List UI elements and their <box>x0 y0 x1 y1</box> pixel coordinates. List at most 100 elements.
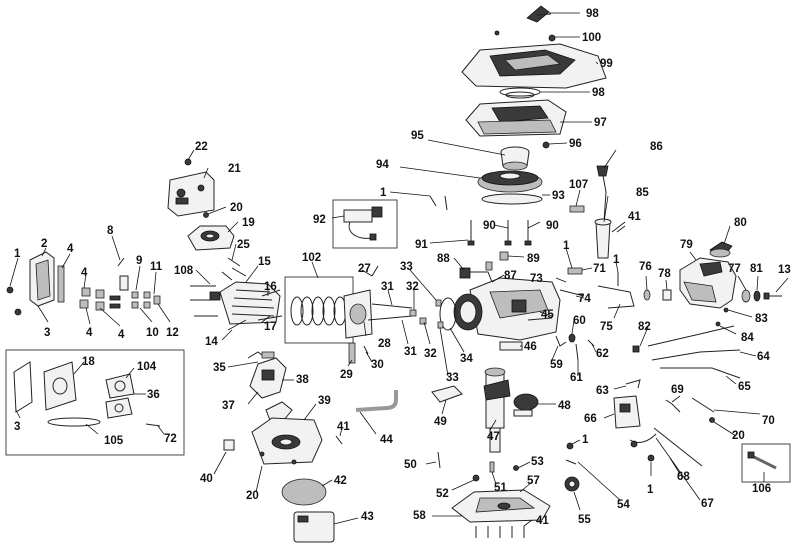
gasket-kit <box>13 361 161 427</box>
pushrod-31-b <box>367 315 413 321</box>
engine-cover <box>461 30 607 89</box>
clip-27 <box>371 265 379 277</box>
bolts-108 <box>190 285 218 317</box>
callout-66: 66 <box>584 413 597 425</box>
callout-82: 82 <box>638 321 651 333</box>
callout-19: 19 <box>242 217 255 229</box>
callout-50: 50 <box>404 459 417 471</box>
plug-52 <box>472 474 480 482</box>
callout-11: 11 <box>150 261 163 273</box>
callout-4-c: 4 <box>86 327 93 339</box>
air-filter-element <box>281 478 327 506</box>
part-82b <box>715 321 721 327</box>
part-51 <box>489 461 495 473</box>
callout-108: 108 <box>174 265 194 277</box>
part-53 <box>513 465 519 471</box>
callout-31-a: 31 <box>381 281 394 293</box>
callout-61: 61 <box>570 372 583 384</box>
starter-cup <box>500 146 530 171</box>
washer-81 <box>753 290 761 302</box>
callout-79: 79 <box>680 239 693 251</box>
cable-65 <box>660 367 741 379</box>
valve-cover <box>29 251 55 307</box>
part-89 <box>499 251 509 261</box>
callout-39: 39 <box>318 395 331 407</box>
callout-58: 58 <box>413 510 426 522</box>
air-filter-housing <box>251 417 323 465</box>
callout-15: 15 <box>258 256 271 268</box>
callout-12: 12 <box>166 327 179 339</box>
screw-41-mid <box>335 435 343 445</box>
callout-1-d: 1 <box>14 248 21 260</box>
screw-22 <box>184 158 192 166</box>
callout-36: 36 <box>147 389 160 401</box>
callout-1-f: 1 <box>647 484 654 496</box>
nut-96 <box>542 141 550 149</box>
callout-88: 88 <box>437 253 450 265</box>
callout-20-top: 20 <box>230 202 243 214</box>
callout-86: 86 <box>650 141 663 153</box>
callout-64: 64 <box>757 351 770 363</box>
callout-33-a: 33 <box>400 261 413 273</box>
callout-30: 30 <box>371 359 384 371</box>
callout-94: 94 <box>376 159 389 171</box>
callout-9: 9 <box>136 255 142 267</box>
callout-43: 43 <box>361 511 374 523</box>
callout-20-right: 20 <box>732 430 745 442</box>
callout-80: 80 <box>734 217 747 229</box>
callout-104: 104 <box>137 361 157 373</box>
rod-68 <box>653 427 703 467</box>
callout-60: 60 <box>573 315 586 327</box>
spacer-78 <box>662 289 672 301</box>
callout-92: 92 <box>313 214 326 226</box>
part-59 <box>555 335 567 347</box>
studs-25 <box>221 257 247 281</box>
bolt-1-e <box>566 442 574 450</box>
carburetor <box>247 351 287 399</box>
flywheel-brake <box>613 395 657 448</box>
callout-96: 96 <box>569 138 582 150</box>
callout-59: 59 <box>550 359 563 371</box>
kill-switch-wire <box>459 261 493 283</box>
wrist-pin-29 <box>348 342 356 364</box>
seal-54 <box>565 459 577 465</box>
part-63 <box>625 379 641 389</box>
nut-20-right <box>709 417 715 423</box>
callout-67: 67 <box>701 498 714 510</box>
gasket-kit-box <box>5 349 185 456</box>
bolt-41-top <box>616 225 626 233</box>
screw-1-a2 <box>444 195 448 211</box>
piston-rings-box <box>284 276 354 344</box>
callout-57: 57 <box>527 475 540 487</box>
callout-105: 105 <box>104 435 124 447</box>
callout-38: 38 <box>296 374 309 386</box>
nut-100 <box>548 34 556 42</box>
shaft-46 <box>499 341 523 351</box>
lever-69 <box>665 399 681 413</box>
callout-72: 72 <box>164 433 177 445</box>
callout-68: 68 <box>677 471 690 483</box>
callout-3-b: 3 <box>14 421 20 433</box>
cable-84 <box>647 325 735 347</box>
box-106 <box>741 443 791 483</box>
callout-20-bottom: 20 <box>246 490 259 502</box>
callout-102: 102 <box>302 252 321 264</box>
pin-33-b <box>437 321 444 329</box>
callout-41-mid: 41 <box>337 421 350 433</box>
starter-handle <box>526 5 552 23</box>
callout-62: 62 <box>596 348 609 360</box>
callout-44: 44 <box>380 434 393 446</box>
callout-71: 71 <box>593 263 606 275</box>
callout-41-top: 41 <box>628 211 641 223</box>
callout-28: 28 <box>378 338 391 350</box>
callout-95: 95 <box>411 130 424 142</box>
bolts-90-91 <box>467 220 532 246</box>
gas-cap <box>709 241 733 258</box>
ignition-coil-box <box>332 199 398 249</box>
washer-77 <box>741 289 751 303</box>
connecting-rod-49 <box>431 385 463 403</box>
flywheel <box>477 170 543 193</box>
callout-89: 89 <box>527 253 540 265</box>
callout-16: 16 <box>264 281 277 293</box>
